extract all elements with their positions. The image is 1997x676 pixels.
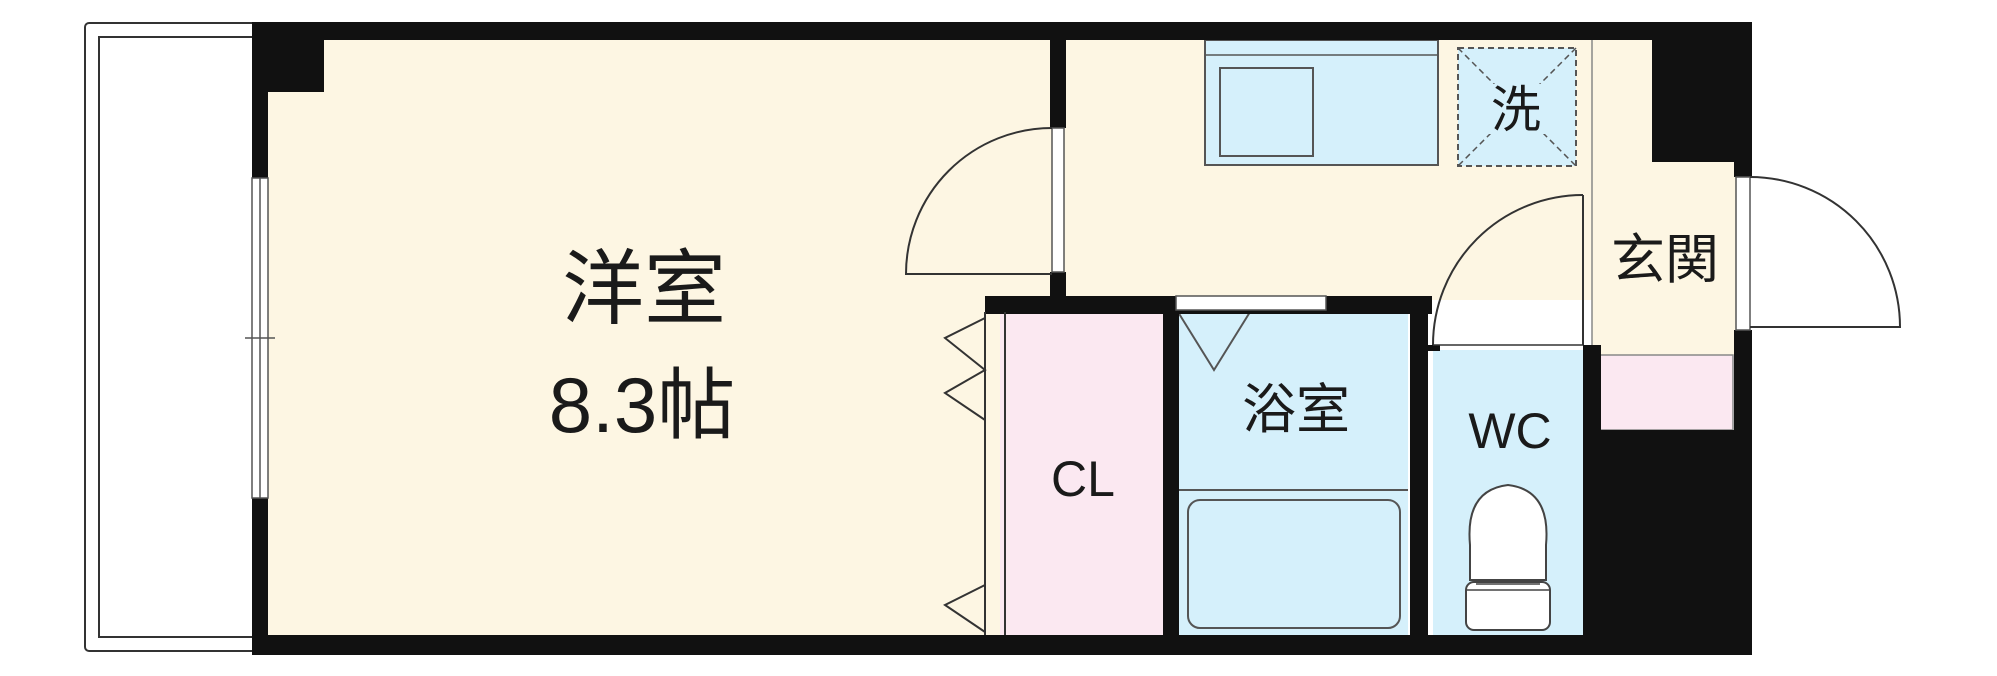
entrance-step: [1599, 354, 1734, 431]
western-door[interactable]: [904, 127, 1065, 275]
toilet-icon: [1465, 483, 1551, 631]
bathtub: [1178, 489, 1408, 629]
bath-label: 浴室: [1242, 380, 1350, 440]
bath-floor: [1178, 312, 1408, 635]
entrance-label: 玄関: [1611, 230, 1719, 290]
entrance-door[interactable]: [1735, 176, 1902, 331]
bath-window: [1175, 295, 1327, 311]
closet-floor: [1000, 312, 1163, 635]
toilet-label: WC: [1468, 403, 1551, 459]
balcony-window: [245, 177, 275, 499]
wc-door[interactable]: [1432, 40, 1593, 346]
closet-label: CL: [1051, 451, 1115, 507]
sink: [1219, 67, 1314, 157]
western-room-name: 洋室: [562, 244, 726, 335]
western-room-floor: [268, 40, 1058, 635]
washer-label: 洗: [1491, 82, 1541, 138]
balcony: [84, 22, 261, 652]
kitchen-counter: [1204, 39, 1439, 166]
western-room-size: 8.3帖: [549, 361, 735, 449]
washer-space: [1457, 47, 1577, 167]
bath-vanity-icon: [1177, 311, 1251, 372]
closet-folding-door[interactable]: [943, 312, 1006, 635]
